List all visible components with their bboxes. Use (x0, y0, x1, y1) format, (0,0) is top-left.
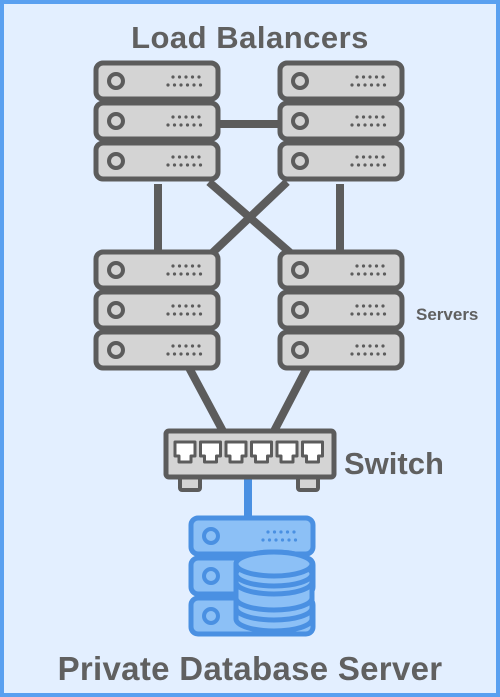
server-right-icon (277, 249, 405, 371)
load-balancer-right-icon (277, 60, 405, 182)
server-unit (93, 60, 221, 102)
switch-port-icon (301, 440, 324, 464)
server-unit (277, 100, 405, 142)
load-balancer-left-icon (93, 60, 221, 182)
switch-ports (173, 440, 324, 464)
server-right-to-switch (268, 362, 313, 437)
switch-port-icon (250, 440, 273, 464)
switch-port-icon (224, 440, 248, 464)
switch-port-icon (275, 440, 299, 464)
switch-port-icon (173, 440, 197, 464)
network-diagram (93, 60, 405, 637)
connections (154, 120, 344, 437)
lb-right-to-server-left (206, 179, 290, 259)
server-unit (277, 140, 405, 182)
server-unit (277, 60, 405, 102)
server-unit (277, 249, 405, 291)
servers-label: Servers (416, 305, 479, 324)
server-unit (277, 329, 405, 371)
server-unit (93, 249, 221, 291)
server-unit (93, 289, 221, 331)
database-cylinder-icon (233, 549, 315, 634)
switch-label: Switch (344, 446, 444, 481)
server-unit (93, 329, 221, 371)
server-racks (93, 60, 405, 371)
server-unit (93, 140, 221, 182)
server-left-to-switch (183, 362, 229, 437)
load-balancers-title: Load Balancers (131, 20, 369, 55)
database-title: Private Database Server (57, 650, 443, 687)
server-unit (277, 289, 405, 331)
database-unit (188, 515, 316, 557)
network-switch-icon (163, 428, 337, 492)
switch-port-icon (199, 440, 222, 464)
server-left-icon (93, 249, 221, 371)
server-unit (93, 100, 221, 142)
database-server-icon (188, 515, 316, 637)
